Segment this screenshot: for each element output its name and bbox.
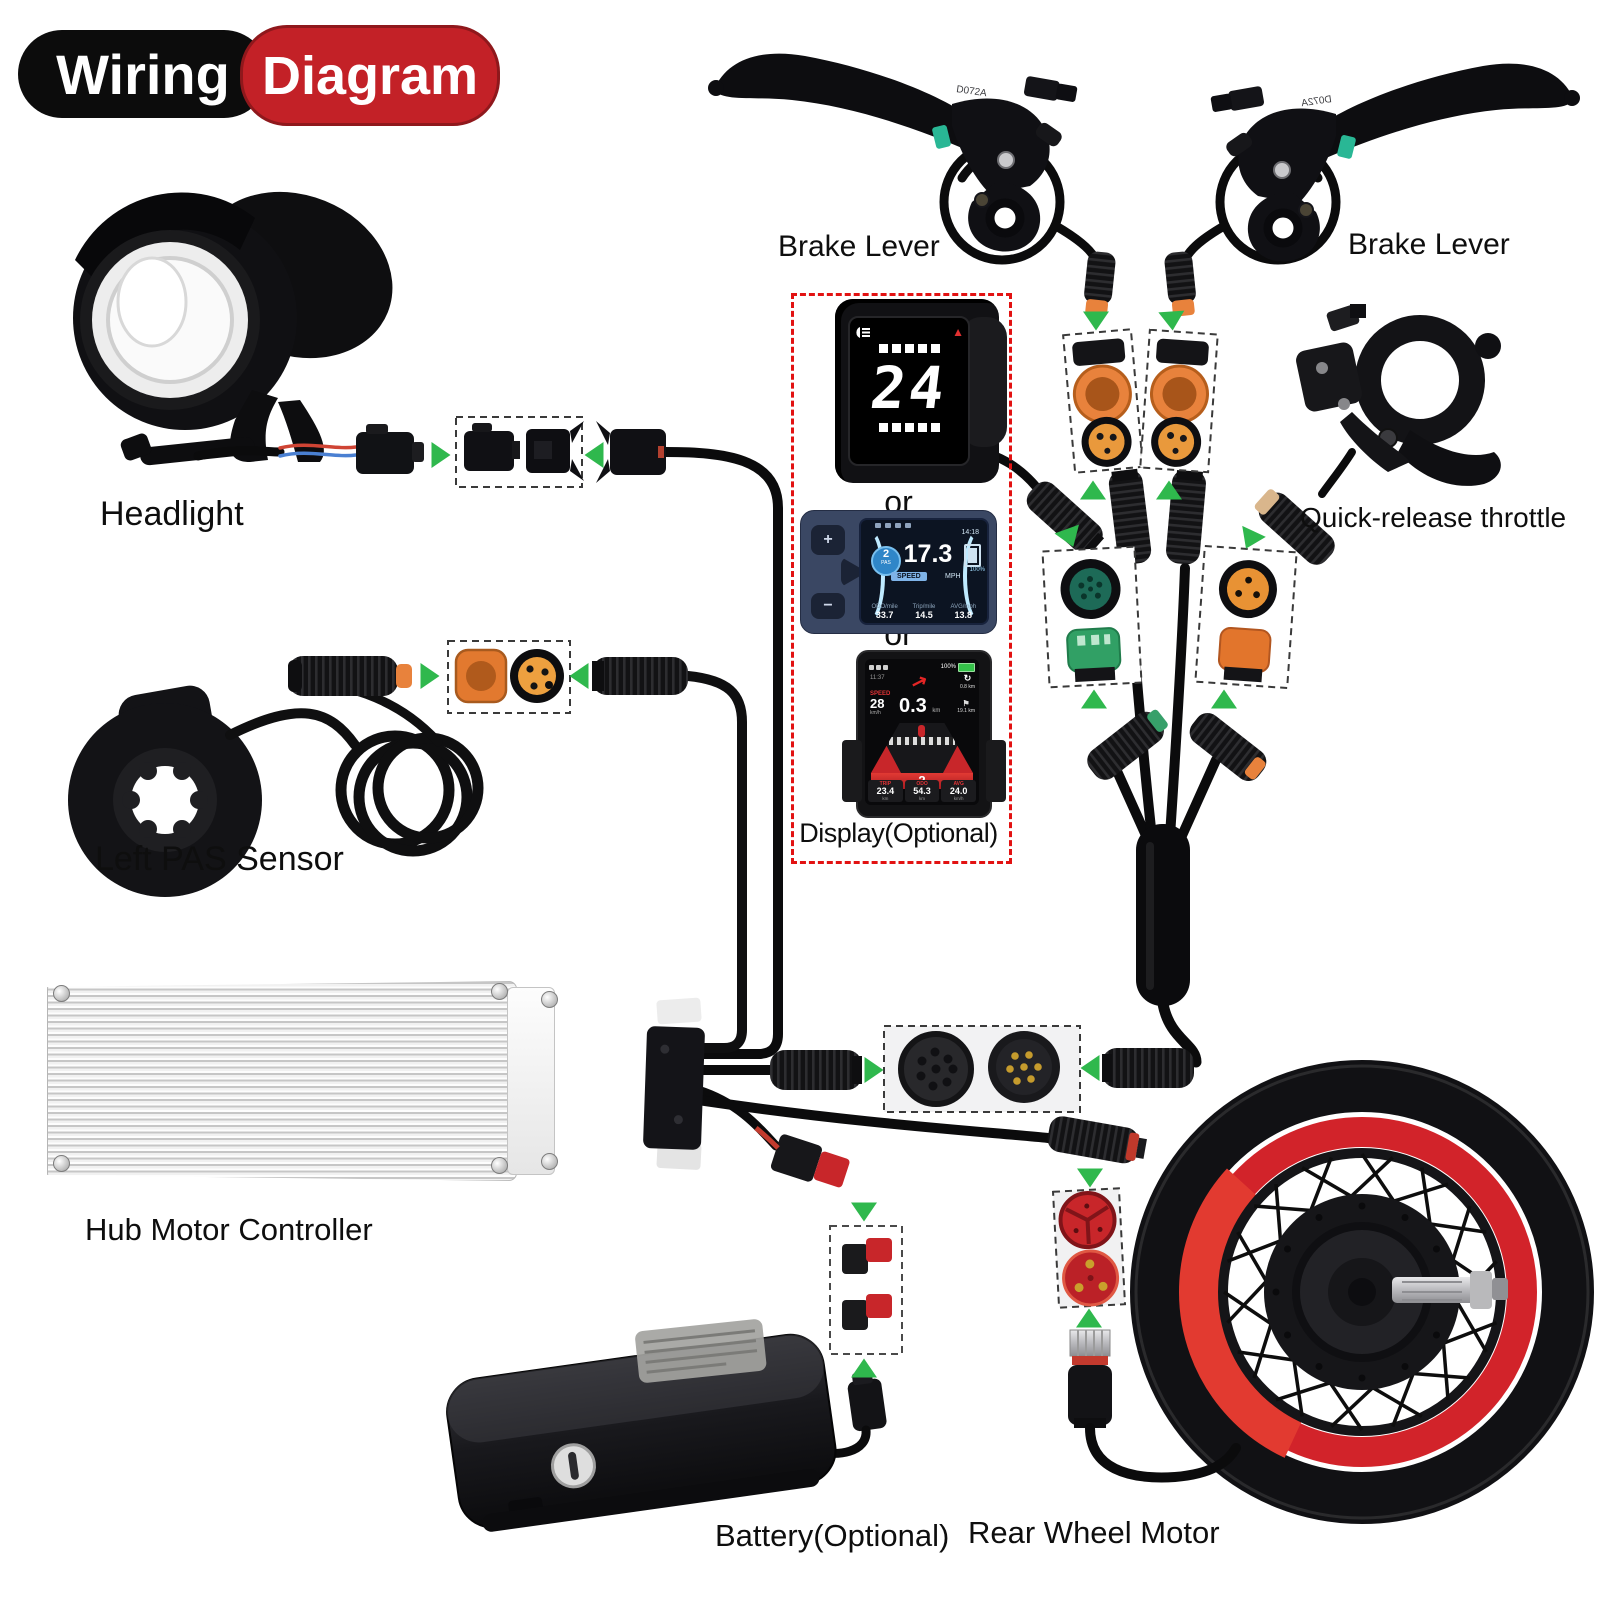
battery-bars-top <box>878 344 940 353</box>
controller-wire-block <box>642 1026 706 1150</box>
controller-endcap <box>507 987 555 1175</box>
controller-heatsink <box>47 981 517 1181</box>
display-color-screen: 14:18 2 PAS 17.3 100% SPEED MPH ODO/mile… <box>859 518 989 625</box>
rear-wheel-motor <box>1130 1060 1594 1524</box>
motor-connector-box <box>1047 1116 1241 1483</box>
clock-value: 14:18 <box>961 529 979 536</box>
headlight-label: Headlight <box>100 495 244 533</box>
brake-connector-box-2 <box>1139 328 1219 474</box>
turn-arrow-icon: ↗ <box>908 670 930 695</box>
headlight <box>73 191 393 466</box>
led-speed-value: 24 <box>866 354 952 422</box>
quick-release-throttle <box>1296 304 1501 486</box>
speed-unit: MPH <box>945 573 961 580</box>
brake-connector-box-1 <box>1062 328 1144 474</box>
left-pas-sensor <box>68 685 262 897</box>
status-icons <box>875 523 911 528</box>
motor-9pin-connector-box <box>770 1025 1194 1113</box>
speed-value: 17.3 <box>903 540 953 568</box>
route-distance: ⚑19.1 km <box>957 699 975 714</box>
rear-wheel-motor-label: Rear Wheel Motor <box>968 1515 1220 1550</box>
speed-block: SPEED 28 km/h <box>870 691 891 716</box>
minus-button: − <box>811 593 845 619</box>
left-clamp <box>842 740 862 802</box>
spokes <box>1223 1153 1501 1431</box>
pas-level-badge: 2 PAS <box>871 546 901 576</box>
brake-lever-left <box>708 54 1078 252</box>
battery-icon <box>964 544 981 567</box>
display-led-screen: ▲ 24 <box>848 316 970 466</box>
right-clamp <box>986 740 1006 802</box>
status-bar: 100% <box>869 662 975 672</box>
headlight-beam-icon <box>856 326 870 338</box>
trip-distance: 0.3 km <box>899 695 941 717</box>
battery-optional-label: Battery(Optional) <box>715 1518 950 1553</box>
brake-lever-right-label: Brake Lever <box>1348 228 1510 261</box>
rider-icon <box>918 725 925 737</box>
throttle-connector-box <box>1194 544 1298 690</box>
wiring-harness-junction <box>1136 824 1190 1006</box>
title-word-diagram: Diagram <box>240 25 500 126</box>
headlight-cables <box>193 443 783 1059</box>
speed-label-chip: SPEED <box>891 572 927 581</box>
left-pas-sensor-label: Left PAS Sensor <box>95 840 344 878</box>
pas-connector-box <box>288 640 688 714</box>
pas-cables <box>225 671 747 1053</box>
battery-connector-box <box>754 1126 903 1458</box>
battery-icon <box>958 662 975 672</box>
display-color-landscape: + − 14:18 2 PAS 17.3 100% SPEED MPH ODO/… <box>800 510 997 634</box>
clock-value: 11:37 <box>870 675 885 681</box>
display-color-portrait: 100% 11:37 ↗ ↻0.8 km ⚑19.1 km SPEED 28 k… <box>842 650 1006 818</box>
hub-motor-controller <box>45 975 706 1187</box>
display-portrait-screen: 100% 11:37 ↗ ↻0.8 km ⚑19.1 km SPEED 28 k… <box>865 659 979 805</box>
right-arc <box>963 528 987 623</box>
battery-bars-bottom <box>878 423 940 432</box>
quick-release-throttle-label: Quick-release throttle <box>1300 502 1567 533</box>
plus-button: + <box>811 525 845 555</box>
display-led: ▲ 24 <box>835 299 1007 483</box>
display-connector-box <box>1041 545 1143 689</box>
hub-motor-controller-label: Hub Motor Controller <box>85 1212 373 1247</box>
battery-percent: 100% <box>940 664 956 670</box>
warning-icon: ▲ <box>952 325 964 339</box>
turn-distance: ↻0.8 km <box>959 673 975 690</box>
display-optional-label: Display(Optional) <box>799 818 998 848</box>
road-graphic <box>871 723 973 773</box>
battery-pack <box>446 1319 837 1532</box>
brake-lever-left-label: Brake Lever <box>778 230 940 263</box>
axle <box>1392 1277 1492 1303</box>
headlight-connector-box <box>356 416 666 488</box>
title-word-wiring: Wiring <box>18 30 268 118</box>
battery-percent: 100% <box>969 567 985 573</box>
display-options-group-outline <box>791 293 1012 864</box>
